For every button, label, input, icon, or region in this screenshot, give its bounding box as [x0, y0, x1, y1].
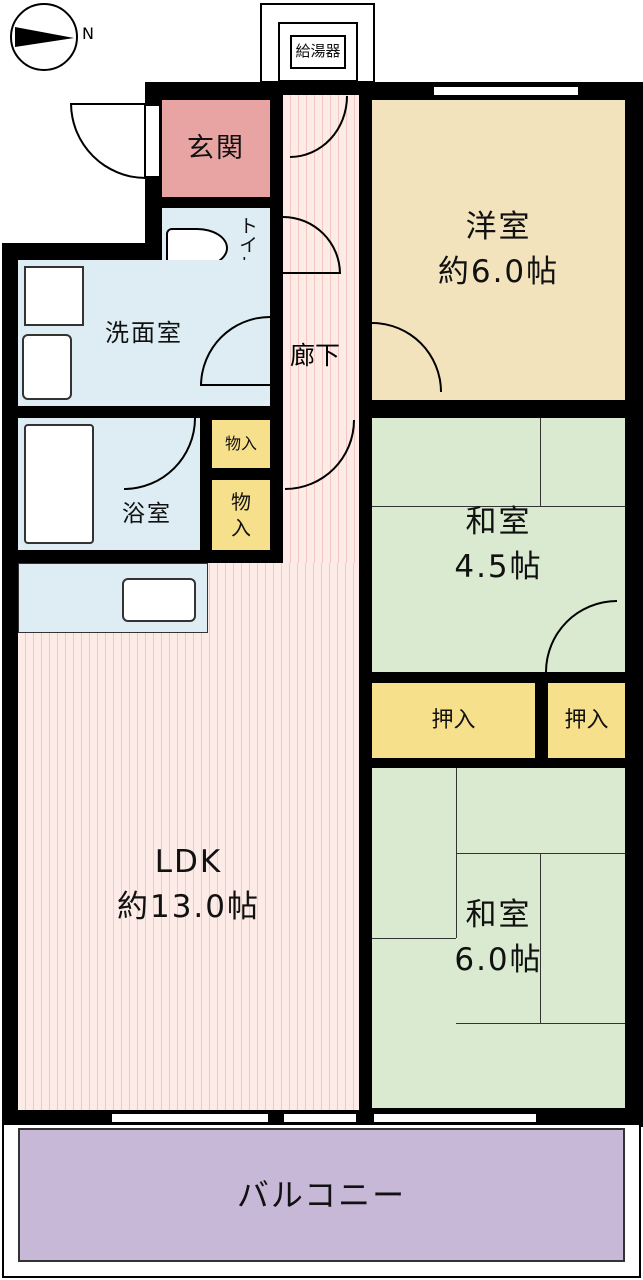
closet-1: 押入 [372, 683, 535, 758]
corridor [283, 95, 359, 565]
ldk-window-2[interactable] [282, 1112, 358, 1124]
compass-arrow-icon [15, 27, 74, 47]
japanese-room-2-name: 和室 [465, 897, 532, 934]
japanese-room-1-name: 和室 [465, 504, 532, 541]
storage-small-2: 物入 [212, 480, 270, 550]
balcony: バルコニー [18, 1128, 625, 1262]
balcony-label: バルコニー [236, 1175, 407, 1214]
ldk-floor [18, 563, 359, 1110]
japanese-room-window[interactable] [372, 1112, 538, 1124]
ldk-name: LDK [154, 844, 223, 881]
compass [10, 3, 78, 71]
entrance: 玄関 [162, 100, 270, 197]
ldk-size: 約13.0帖 [116, 889, 261, 925]
western-room-window[interactable] [432, 85, 580, 97]
kitchen-sink-icon [122, 578, 196, 622]
bathroom-label: 浴室 [122, 501, 172, 527]
wash-basin-icon [22, 334, 72, 400]
closet-2-label: 押入 [564, 707, 609, 733]
water-heater: 給湯器 [278, 22, 358, 82]
entrance-door[interactable] [70, 103, 146, 179]
storage-small-1: 物入 [212, 420, 270, 468]
corridor-label: 廊下 [290, 341, 341, 370]
ldk-window[interactable] [110, 1112, 270, 1124]
ldk: LDK 約13.0帖 [18, 830, 359, 940]
entrance-door-opening [145, 105, 160, 177]
washroom-label: 洗面室 [105, 318, 183, 347]
japanese-room-1-size: 4.5帖 [454, 549, 543, 585]
compass-north-label: N [82, 24, 94, 43]
water-heater-label: 給湯器 [290, 35, 346, 69]
western-room-name: 洋室 [465, 209, 532, 246]
bathtub-icon [24, 424, 94, 544]
storage-small-2-label: 物入 [231, 490, 251, 540]
japanese-room-2: 和室 6.0帖 [372, 768, 625, 1108]
japanese-room-2-size: 6.0帖 [454, 942, 543, 978]
storage-small-1-label: 物入 [224, 434, 257, 454]
closet-2: 押入 [548, 683, 625, 758]
western-room-size: 約6.0帖 [437, 254, 560, 290]
closet-1-label: 押入 [431, 707, 476, 733]
toilet-label: トイレ [236, 216, 258, 273]
entrance-label: 玄関 [187, 132, 245, 164]
washing-machine-pan-icon [24, 266, 84, 326]
